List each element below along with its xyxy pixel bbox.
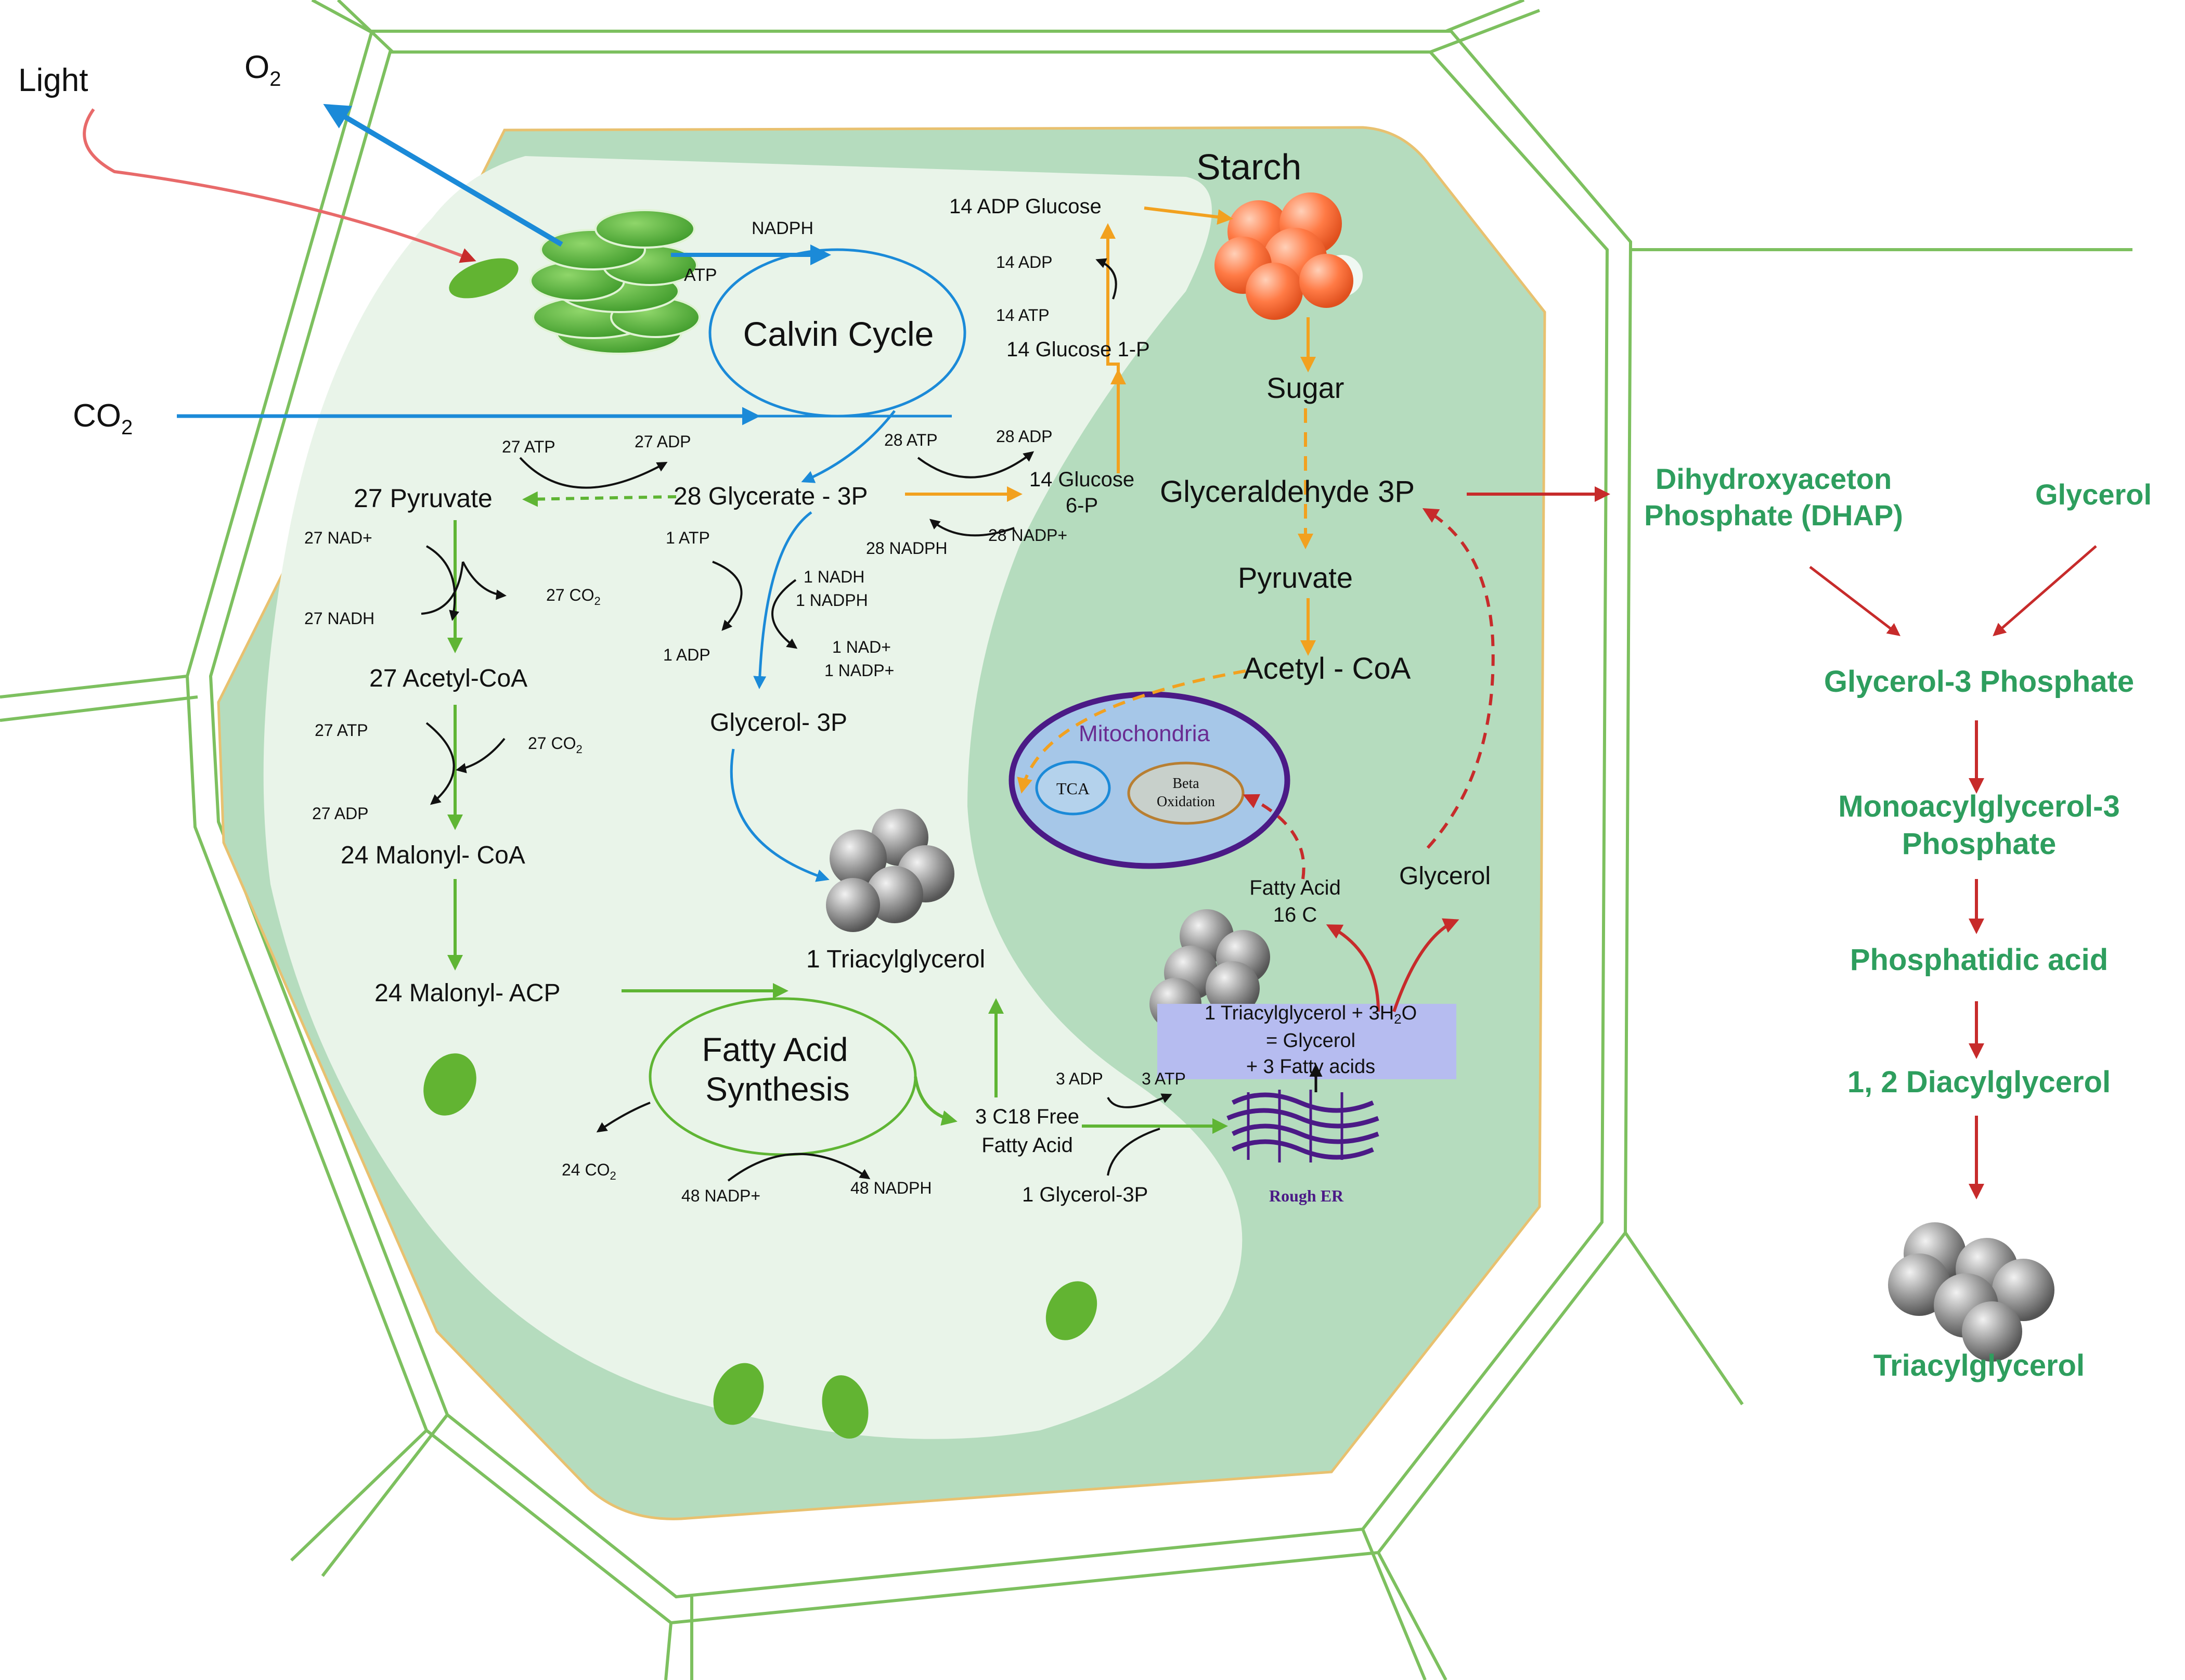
pathway-dag: 1, 2 Diacylglycerol [1847,1065,2111,1099]
label-adp27b: 27 ADP [312,804,369,823]
label-atp28: 28 ATP [884,431,938,449]
label-nadh1: 1 NADH [804,567,864,586]
label-light: Light [18,62,88,98]
chloroplast-icon [1045,1281,1097,1340]
label-acetyl27: 27 Acetyl-CoA [369,665,527,692]
labels: Light O2 CO2 NADPH ATP Calvin Cycle 14 A… [18,49,1491,1206]
chloroplast-icon [449,258,519,299]
label-rough-er: Rough ER [1269,1186,1344,1205]
label-nadph48: 48 NADPH [850,1179,932,1197]
label-nadph1: 1 NADPH [796,591,868,610]
pathway-pa: Phosphatidic acid [1850,943,2108,977]
label-adp27: 27 ADP [635,432,691,451]
pathway-g3p: Glycerol-3 Phosphate [1824,665,2134,699]
label-co2-27a: 27 CO2 [546,586,601,608]
label-nadph-top: NADPH [752,218,813,238]
oil-droplet-icon [1888,1222,2054,1362]
label-malonylacp: 24 Malonyl- ACP [374,979,561,1007]
chloroplast-icon [822,1375,869,1439]
label-hydro2: = Glycerol [1266,1030,1355,1052]
label-gap: Glyceraldehyde 3P [1160,475,1415,509]
label-adp28: 28 ADP [996,427,1053,446]
label-glucose1p: 14 Glucose 1-P [1006,338,1150,361]
label-adp1: 1 ADP [663,645,710,664]
label-tca: TCA [1056,779,1090,798]
starch-granule-icon [1214,192,1363,320]
rough-er-icon [1226,1090,1379,1162]
arrows [83,104,2097,1199]
label-adp3: 3 ADP [1056,1069,1103,1088]
label-calvin-cycle: Calvin Cycle [743,315,934,353]
label-starch: Starch [1196,147,1301,187]
label-hydro3: + 3 Fatty acids [1246,1056,1375,1078]
hydrolysis-box [1157,1004,1456,1079]
chloroplast-icon [423,1053,476,1116]
oil-droplet-icon [826,809,954,932]
label-pyruvate27: 27 Pyruvate [354,484,493,513]
pathway-tag: Triacylglycerol [1873,1349,2085,1382]
label-nadh27: 27 NADH [304,609,374,628]
thylakoid-stack-icon [529,209,701,355]
oil-droplet-icon [1149,909,1270,1030]
label-nadp28: 28 NADP+ [988,526,1067,545]
cell-walls [0,0,2132,1680]
mitochondria-icon [1009,691,1290,869]
label-hydro1: 1 Triacylglycerol + 3H2O [1205,1002,1417,1027]
label-sugar: Sugar [1266,371,1344,404]
label-mitochondria: Mitochondria [1079,721,1210,746]
label-glycerate: 28 Glycerate - 3P [674,483,868,510]
label-adp-glucose: 14 ADP Glucose [949,195,1102,218]
chloroplast-icon [713,1363,764,1425]
label-atp14: 14 ATP [996,306,1050,325]
pathway-glycerol: Glycerol [2035,478,2152,511]
label-co2-24: 24 CO2 [562,1160,616,1182]
label-pyruvate: Pyruvate [1238,561,1353,594]
label-adp14: 14 ADP [996,253,1053,272]
label-nad1: 1 NAD+ [832,638,891,656]
label-malonylcoa: 24 Malonyl- CoA [341,842,525,869]
label-co2: CO2 [73,398,133,439]
label-acetyl: Acetyl - CoA [1243,652,1411,686]
label-nadp1: 1 NADP+ [824,661,894,680]
label-atp1: 1 ATP [666,528,710,547]
label-o2: O2 [244,49,281,91]
label-co2-27b: 27 CO2 [528,734,583,756]
chloroplast [263,156,1243,1439]
label-atp-top: ATP [684,265,717,285]
label-atp3: 3 ATP [1142,1069,1186,1088]
label-nadph28: 28 NADPH [866,539,948,558]
label-glycerol3p: Glycerol- 3P [710,709,847,736]
label-tag1: 1 Triacylglycerol [806,946,985,973]
label-nadp48: 48 NADP+ [681,1186,760,1205]
label-glycerol-in: Glycerol [1399,862,1491,890]
label-nad27: 27 NAD+ [304,528,372,547]
label-atp27: 27 ATP [502,437,555,456]
label-atp27b: 27 ATP [315,721,368,740]
label-glycerol3p-1: 1 Glycerol-3P [1022,1183,1148,1206]
